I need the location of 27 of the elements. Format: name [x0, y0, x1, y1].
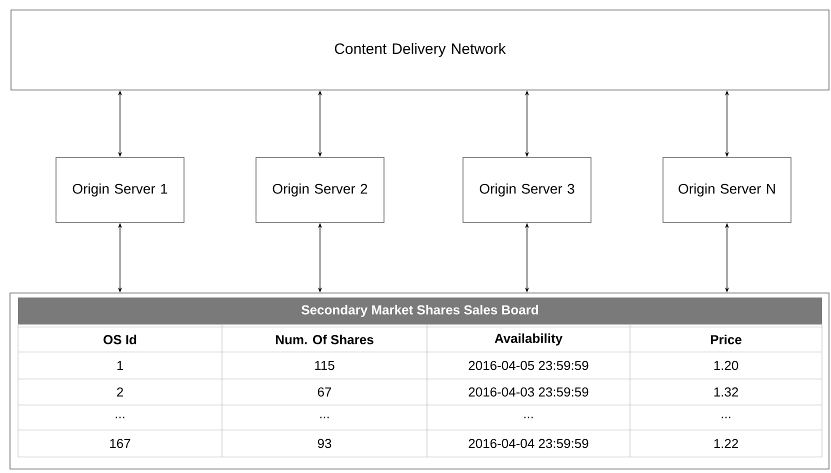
server-box: Origin Server 2 — [256, 157, 384, 223]
column-header: OS Id — [104, 334, 136, 344]
table-cell: 2016-04-03 23:59:59 — [468, 387, 588, 397]
table-cell: 167 — [110, 438, 130, 448]
table-cell: 2016-04-05 23:59:59 — [468, 360, 588, 370]
table-cell: 115 — [315, 360, 334, 370]
table-cell: 2 — [117, 387, 123, 397]
table-cell: 93 — [318, 438, 332, 448]
table-cell: ... — [320, 416, 329, 418]
column-header: Availability — [494, 333, 563, 346]
server-box: Origin Server 3 — [462, 157, 592, 223]
network-box: Content Delivery Network — [10, 10, 830, 90]
table-cell: ... — [524, 416, 533, 418]
table-cell: 2016-04-04 23:59:59 — [468, 438, 588, 448]
table-cell: 1 — [117, 361, 123, 370]
server-box: Origin Server N — [662, 157, 792, 223]
table-cell: 1.32 — [714, 387, 738, 397]
table-cell: 1.20 — [714, 360, 738, 370]
table-cell: 1.22 — [714, 438, 738, 448]
table-cell: ... — [722, 416, 730, 418]
server-box: Origin Server 1 — [56, 157, 184, 223]
column-header: Num. Of Shares — [276, 334, 374, 344]
column-header: Price — [710, 334, 742, 344]
table-cell: ... — [116, 416, 124, 418]
sales-table — [10, 292, 830, 470]
table-header: Secondary Market Shares Sales Board — [18, 298, 822, 324]
table-cell: 67 — [318, 387, 332, 397]
